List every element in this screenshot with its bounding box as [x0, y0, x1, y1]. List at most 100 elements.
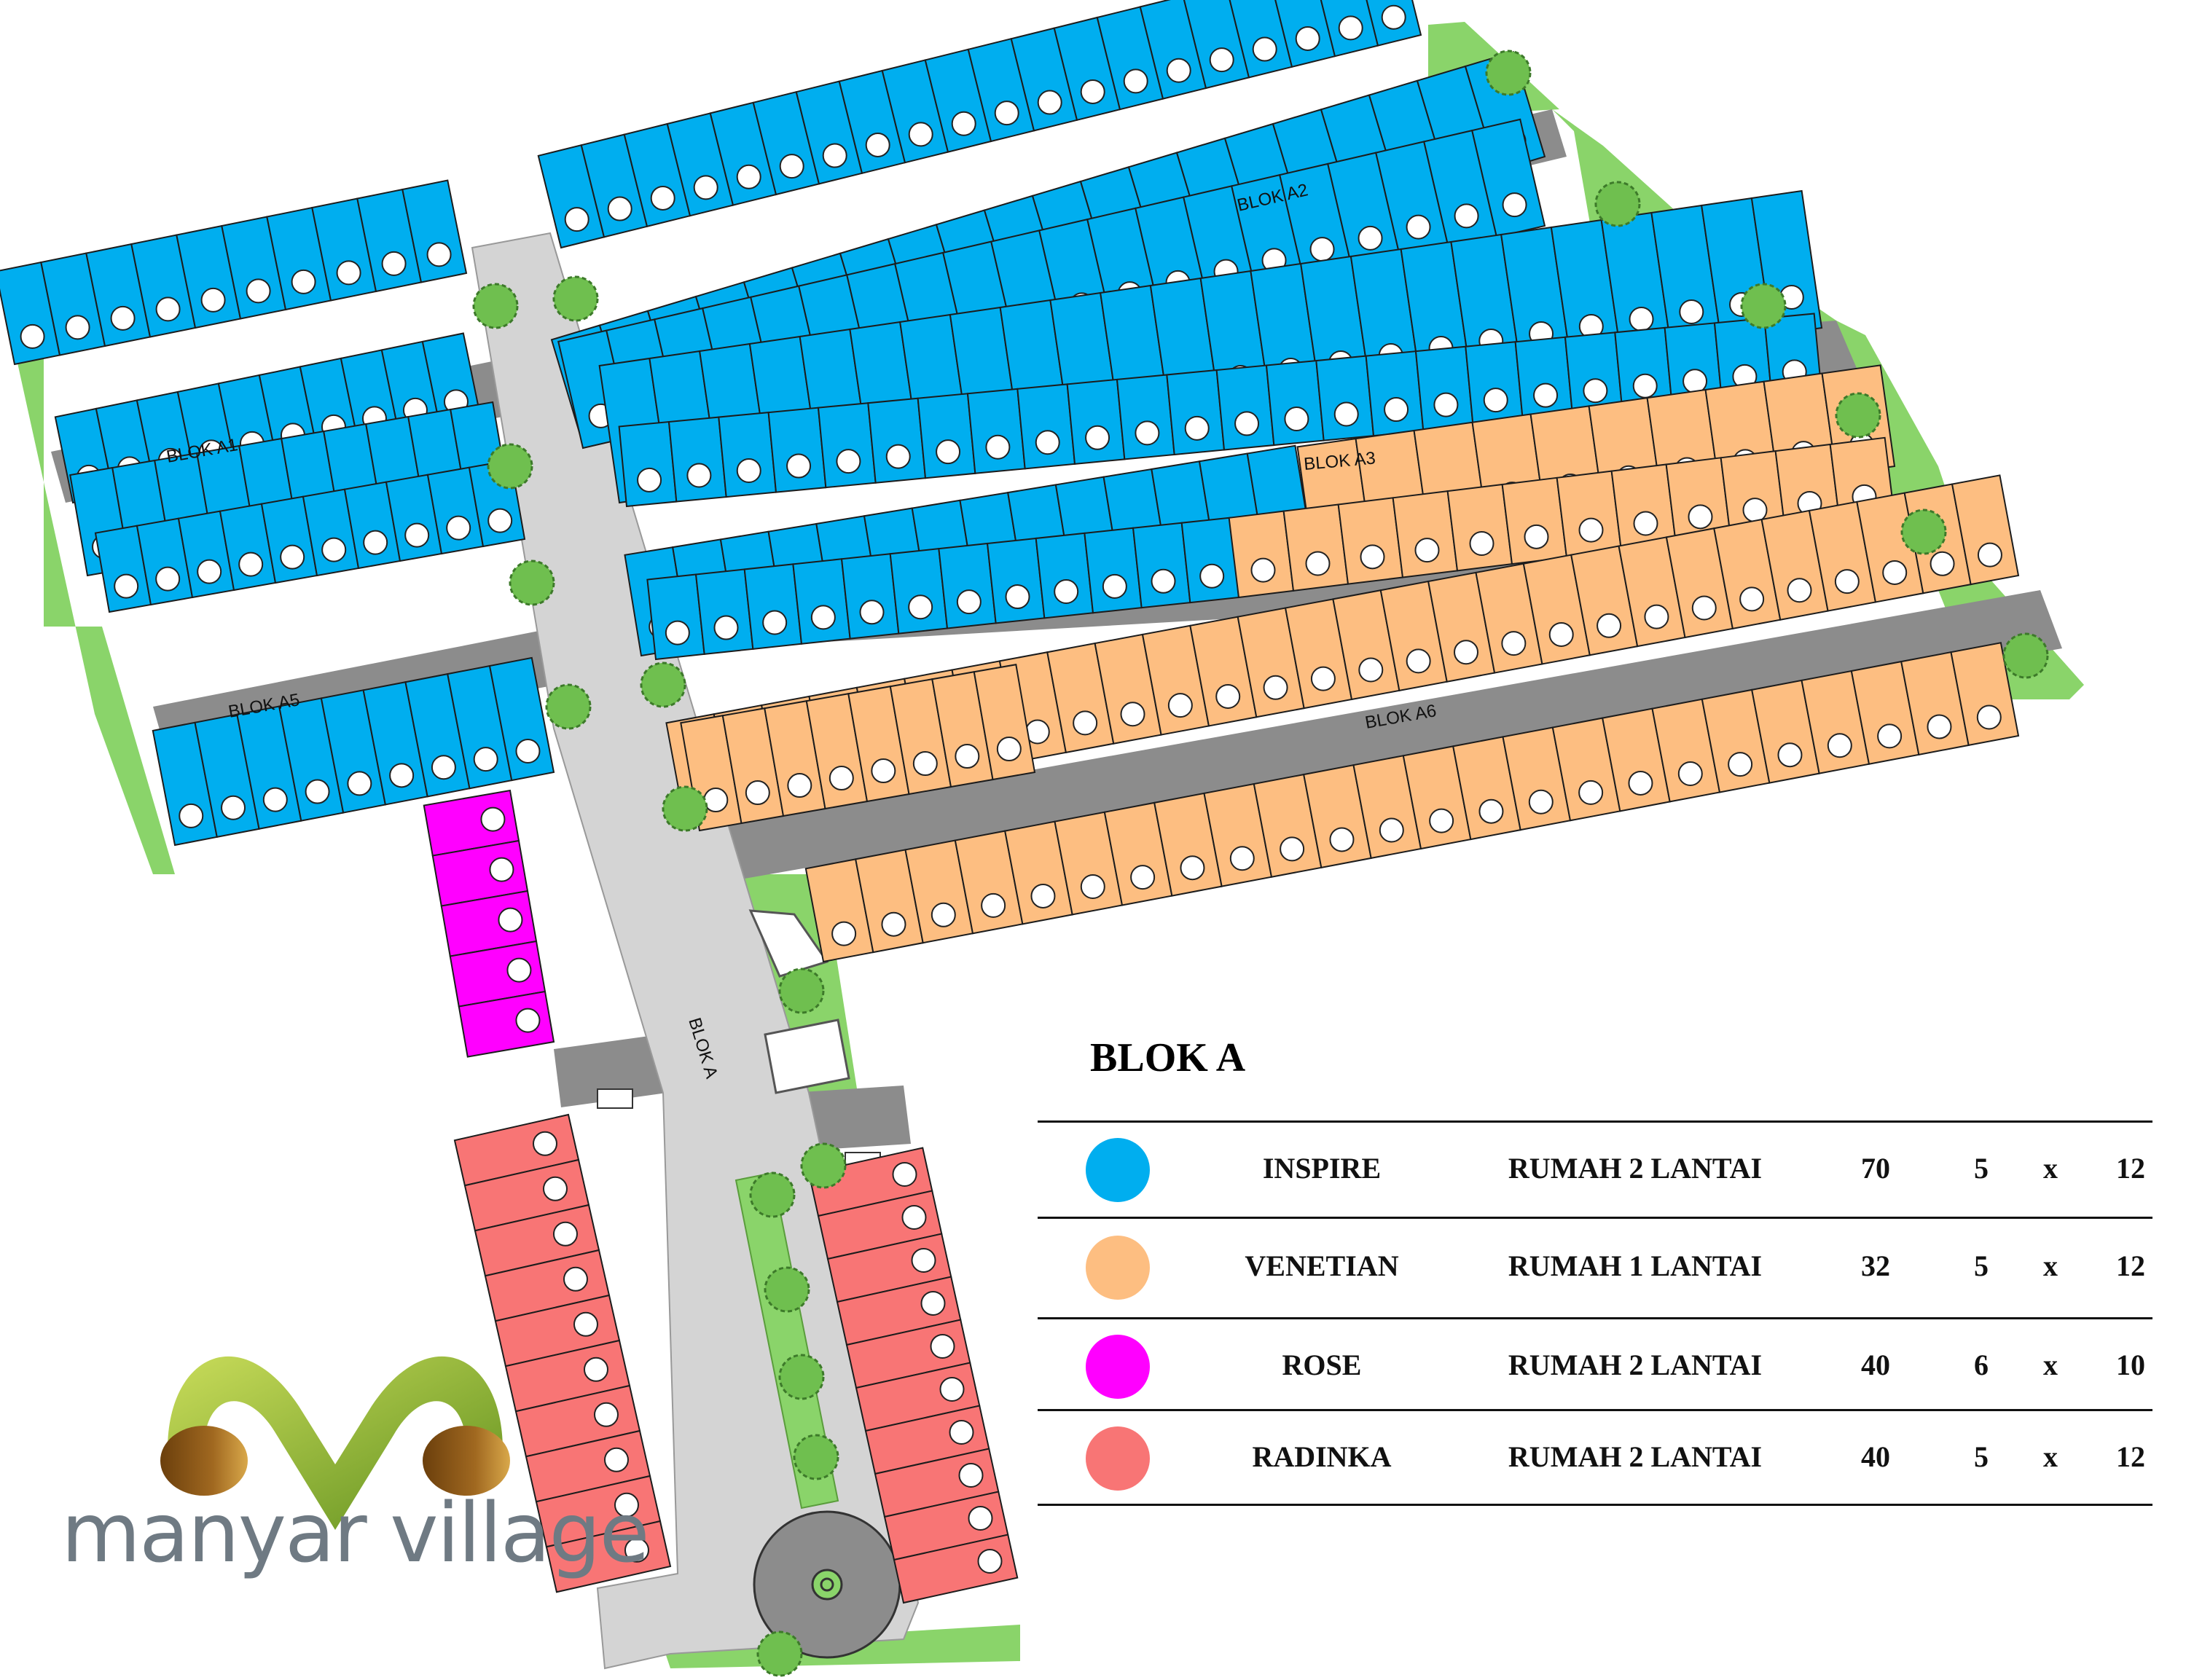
tree-icon — [640, 662, 686, 708]
tree-icon — [756, 1630, 803, 1677]
legend-rule — [1038, 1317, 2152, 1319]
lot-marker-icon — [1834, 569, 1860, 594]
legend-title: BLOK A — [1090, 1035, 1246, 1080]
house-lot-inspire — [1465, 341, 1524, 428]
lot-marker-icon — [1080, 874, 1105, 900]
lot-marker-icon — [1679, 299, 1704, 324]
lot-marker-icon — [1102, 573, 1127, 599]
lot-marker-icon — [911, 1247, 936, 1273]
lot-marker-icon — [1414, 538, 1440, 563]
roundabout — [753, 1510, 901, 1659]
brand-name: manyar village — [61, 1486, 650, 1581]
house-lot-inspire — [1414, 345, 1474, 432]
unit-count: 70 — [1861, 1152, 1890, 1185]
tree-icon — [1740, 283, 1787, 329]
lot-marker-icon — [473, 747, 498, 772]
lot-marker-icon — [1677, 761, 1703, 787]
lot-marker-icon — [930, 1333, 955, 1359]
unit-count: 40 — [1861, 1349, 1890, 1381]
lot-marker-icon — [1250, 557, 1276, 583]
lot-marker-icon — [1502, 192, 1527, 218]
lot-marker-icon — [573, 1311, 598, 1337]
lot-marker-icon — [515, 1008, 541, 1033]
lot-marker-icon — [977, 1548, 1003, 1574]
lot-marker-icon — [480, 806, 506, 832]
house-lot-inspire — [966, 388, 1026, 474]
tree-icon — [1900, 509, 1947, 555]
lot-marker-icon — [1691, 595, 1717, 621]
unit-count: 32 — [1861, 1249, 1890, 1282]
house-lot-venetian — [1282, 503, 1349, 592]
lot-marker-icon — [828, 766, 854, 791]
lot-marker-icon — [563, 1266, 588, 1292]
lot-marker-icon — [713, 615, 739, 640]
lot-marker-icon — [404, 522, 430, 548]
logo-right-loop-icon — [423, 1426, 510, 1496]
lot-marker-icon — [836, 449, 861, 474]
tree-icon — [800, 1142, 847, 1189]
lot-marker-icon — [564, 207, 589, 232]
house-lot-inspire — [1035, 532, 1094, 619]
lot-marker-icon — [1166, 58, 1191, 83]
legend-rule — [1038, 1120, 2152, 1123]
legend-row-venetian: VENETIAN RUMAH 1 LANTAI 32 5 x 12 — [1038, 1222, 2152, 1310]
lot-marker-icon — [1930, 551, 1955, 576]
lot-marker-icon — [1478, 798, 1504, 824]
lot-marker-icon — [1882, 560, 1908, 585]
lot-marker-icon — [197, 559, 222, 584]
tree-icon — [662, 785, 708, 832]
house-lot-inspire — [1265, 359, 1325, 447]
lot-marker-icon — [20, 323, 45, 349]
dimension-separator: x — [2043, 1152, 2058, 1185]
house-lot-venetian — [1446, 483, 1513, 572]
lot-marker-icon — [1429, 808, 1454, 833]
house-type-floors: RUMAH 1 LANTAI — [1508, 1249, 1763, 1282]
house-lot-inspire — [1132, 522, 1191, 609]
lot-marker-icon — [1632, 373, 1658, 399]
lot-marker-icon — [155, 297, 181, 322]
lot-marker-icon — [1167, 693, 1193, 718]
lot-marker-icon — [1633, 511, 1658, 536]
lot-marker-icon — [1333, 401, 1359, 427]
lot-marker-icon — [446, 515, 471, 541]
lot-marker-icon — [1295, 25, 1320, 51]
unit-count: 40 — [1861, 1440, 1890, 1473]
lot-marker-icon — [1030, 883, 1056, 908]
lot-marker-icon — [949, 1419, 974, 1445]
lot-marker-icon — [1533, 382, 1559, 408]
lot-marker-icon — [426, 242, 452, 267]
lot-marker-icon — [1578, 517, 1604, 543]
lot-marker-icon — [908, 594, 933, 620]
color-swatch-icon — [1086, 1138, 1150, 1202]
house-type-name: VENETIAN — [1245, 1249, 1399, 1282]
lot-depth: 12 — [2116, 1440, 2145, 1473]
tree-icon — [793, 1434, 839, 1480]
lot-marker-icon — [968, 1505, 993, 1531]
lot-marker-icon — [321, 537, 347, 562]
tree-icon — [545, 683, 592, 730]
dimension-separator: x — [2043, 1349, 2058, 1381]
house-type-name: ROSE — [1282, 1349, 1362, 1381]
lot-marker-icon — [155, 566, 181, 592]
lot-marker-icon — [885, 444, 911, 469]
lot-marker-icon — [1742, 498, 1768, 523]
lot-marker-icon — [1628, 770, 1653, 796]
lot-marker-icon — [389, 763, 415, 788]
lot-marker-icon — [305, 779, 330, 804]
house-lot-venetian — [1950, 642, 2020, 747]
lot-marker-icon — [985, 434, 1011, 460]
legend-rule — [1038, 1217, 2152, 1219]
lot-marker-icon — [1739, 586, 1765, 612]
lot-marker-icon — [1381, 4, 1406, 30]
lot-marker-icon — [1005, 584, 1030, 610]
lot-marker-icon — [238, 552, 264, 577]
house-lot-inspire — [889, 548, 949, 635]
house-lot-inspire — [917, 393, 976, 479]
tree-icon — [552, 275, 599, 322]
lot-marker-icon — [1035, 430, 1060, 455]
lot-marker-icon — [1360, 544, 1385, 570]
tree-icon — [472, 283, 519, 329]
lot-marker-icon — [981, 892, 1006, 918]
lot-marker-icon — [291, 269, 316, 294]
